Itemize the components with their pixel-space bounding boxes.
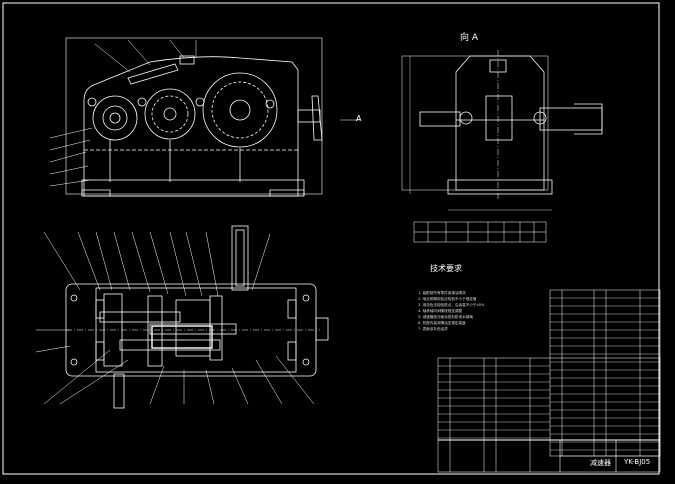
parameter-table: [413, 221, 547, 243]
tech-requirement-item: 4. 轴承轴向间隙按规定调整: [418, 309, 463, 313]
tech-requirements-list: 1. 装配前所有零件用煤油清洗 2. 啮合侧隙用铅丝检验不小于规定值 3. 用涂色法…: [418, 290, 546, 332]
tech-requirement-item: 6. 机座内装润滑油至规定高度: [418, 321, 466, 325]
front-view: [65, 37, 323, 197]
tech-requirement-item: 3. 用涂色法检验斑点，沿齿高不小于40%: [418, 303, 485, 307]
drawing-frame: [2, 2, 660, 475]
section-title: 向 A: [460, 33, 479, 43]
tech-requirement-item: 2. 啮合侧隙用铅丝检验不小于规定值: [418, 297, 477, 301]
tech-requirement-item: 5. 减速器剖分面涂密封胶或水玻璃: [418, 315, 473, 319]
title-block-name: 减速器: [590, 459, 611, 467]
tech-requirement-item: 7. 表面涂灰色油漆: [418, 327, 448, 331]
tech-requirements-title: 技术要求: [430, 264, 462, 273]
view-arrow-label: A: [356, 114, 362, 123]
front-view-leaders: [49, 39, 360, 187]
title-block-code: YK-BJ05: [624, 458, 651, 466]
parts-list: [437, 289, 661, 473]
plan-view: [65, 225, 329, 409]
parts-list-rows: [438, 297, 660, 451]
side-view: [401, 50, 603, 211]
plan-view-leaders: [35, 231, 315, 405]
title-block: [559, 440, 660, 472]
tech-requirement-item: 1. 装配前所有零件用煤油清洗: [418, 291, 466, 295]
